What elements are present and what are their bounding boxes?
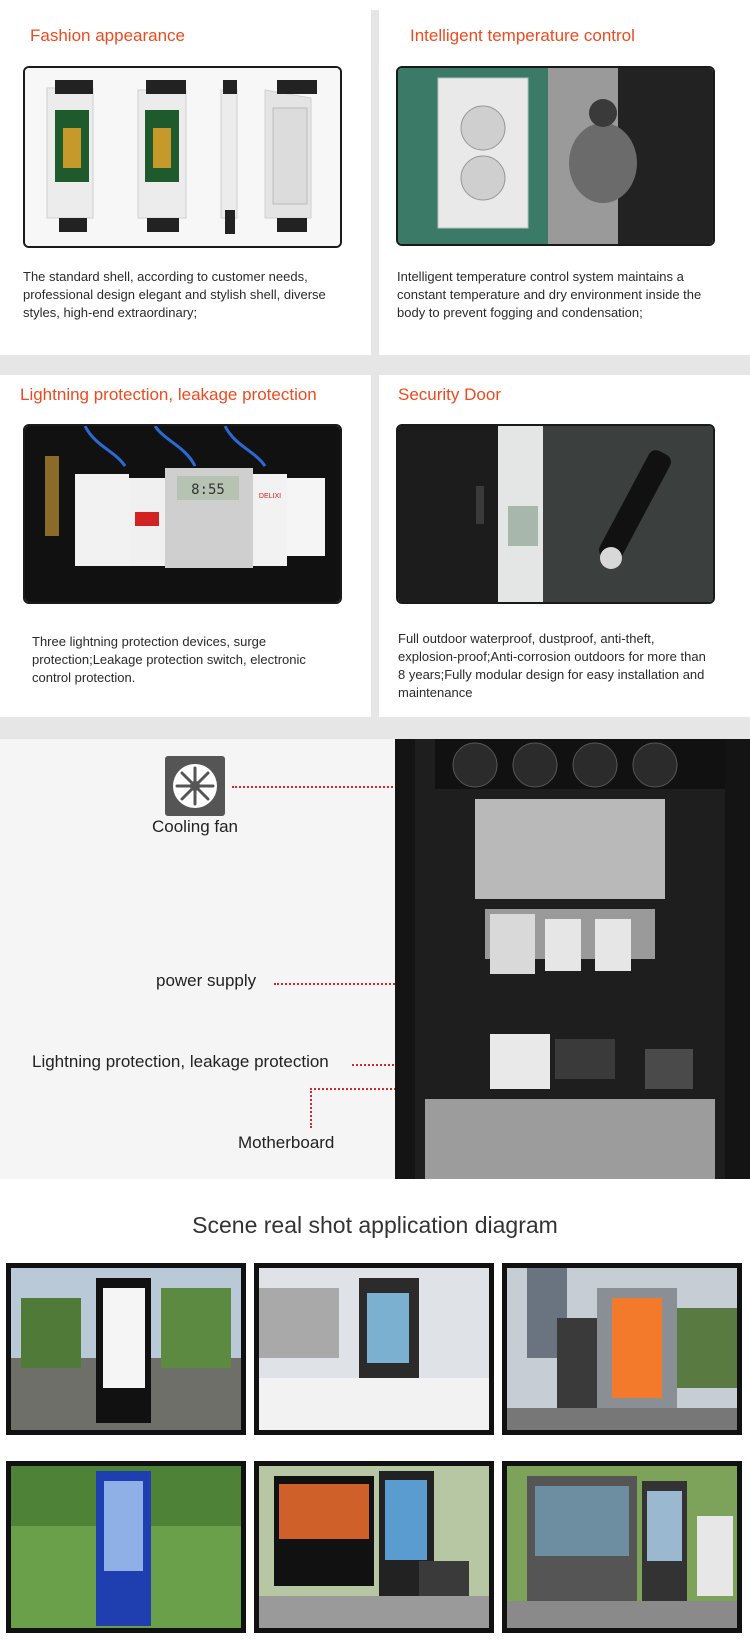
label-motherboard: Motherboard [238,1133,335,1152]
leader-motherboard-v [310,1088,312,1128]
leader-cooling-fan [232,786,457,788]
scene-photo-6 [502,1461,742,1633]
feature-title-fashion: Fashion appearance [30,26,186,45]
scene-section-title: Scene real shot application diagram [192,1212,558,1238]
feature-title-security: Security Door [398,385,501,404]
scene-photo-3 [502,1263,742,1435]
cabinet-interior-image [395,739,750,1179]
fashion-appearance-image [23,66,342,248]
column-divider-middle [371,375,379,721]
feature-desc-fashion: The standard shell, according to custome… [23,269,326,320]
column-divider-top [371,10,379,360]
breaker-display-text: 8:55 [191,482,225,498]
row-divider-1 [0,355,750,375]
feature-desc-security: Full outdoor waterproof, dustproof, anti… [398,631,706,700]
temperature-control-image [396,66,715,246]
feature-title-temperature: Intelligent temperature control [410,26,635,45]
label-cooling-fan: Cooling fan [152,817,239,836]
breaker-brand-text: DELIXI [259,493,281,500]
security-door-image [396,424,715,604]
leader-power-supply [274,983,494,985]
label-lightning-protection: Lightning protection, leakage protection [32,1052,329,1071]
feature-desc-lightning: Three lightning protection devices, surg… [32,634,306,685]
scene-photo-1 [6,1263,246,1435]
feature-title-lightning: Lightning protection, leakage protection [20,385,317,404]
lightning-protection-image: 8:55 DELIXI [23,424,342,604]
scene-photo-2 [254,1263,494,1435]
scene-photo-5 [254,1461,494,1633]
scene-photo-4 [6,1461,246,1633]
row-divider-2 [0,717,750,739]
feature-desc-temperature: Intelligent temperature control system m… [397,269,702,320]
cooling-fan-icon [165,756,225,816]
label-power-supply: power supply [156,971,257,990]
